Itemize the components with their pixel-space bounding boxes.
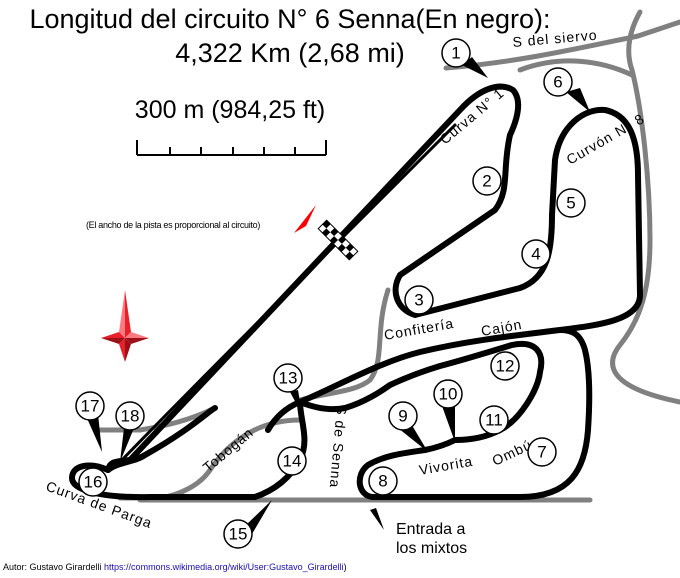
senna-circuit-track [69,83,643,501]
corner-number: 2 [482,172,491,191]
corner-number: 17 [81,397,100,416]
outer-perimeter-road-lower [610,9,680,405]
corner-marker: 7 [527,437,557,467]
track-width-note: (El ancho de la pista es proporcional al… [86,220,260,230]
corner-marker: 5 [556,188,586,218]
corner-marker: 17 [75,391,105,452]
corner-marker: 3 [404,285,434,315]
corner-marker: 1 [441,38,488,78]
corner-label-cajon: Cajón [480,316,524,339]
corner-marker: 2 [472,166,502,196]
corner-marker: 15 [223,500,272,549]
corner-number: 9 [398,407,407,426]
corner-marker: 16 [78,467,108,497]
corner-marker: 9 [388,401,428,452]
corner-label-s-de-senna: S de Senna [327,405,350,489]
author-link[interactable]: https://commons.wikimedia.org/wiki/User:… [104,562,344,572]
author-prefix: Autor: Gustavo Girardelli [3,562,104,572]
corner-marker: 11 [479,405,509,435]
corner-label-s-del-siervo: S del siervo [512,27,598,50]
corner-number: 7 [537,443,546,462]
corner-number: 15 [229,525,248,544]
cajon-to-s-de-senna [265,327,563,433]
corner-marker: 8 [368,466,398,530]
corner-number: 14 [283,452,302,471]
corner-number: 6 [553,73,562,92]
compass-rose-icon [101,290,149,362]
corner-number: 1 [451,44,460,63]
corner-label-tobogan: Tobogán [200,424,257,475]
pit-entry-label-line2: los mixtos [396,540,467,557]
corner-marker: 10 [433,379,463,442]
main-straight [105,83,522,473]
scale-bar: 300 m (984,25 ft) [135,96,327,156]
corner-marker: 18 [115,401,145,462]
vivorita-ombu-section [356,327,593,500]
curva-1-to-3-section [392,106,643,333]
corner-label-confiteria: Confitería [383,315,455,343]
corner-marker: 6 [543,67,590,112]
corner-number: 11 [485,411,503,430]
corner-number: 13 [279,369,298,388]
corner-markers: 1 2 3 4 5 6 7 8 [75,38,590,549]
corner-number: 10 [439,385,458,404]
corner-number: 3 [414,291,423,310]
corner-marker: 12 [490,351,520,381]
scale-line [136,140,327,156]
pit-lane [118,123,457,464]
left-hairpin [105,405,218,473]
scale-label: 300 m (984,25 ft) [135,96,325,124]
corner-label-vivorita: Vivorita [418,453,474,478]
corner-number: 5 [566,194,575,213]
author-suffix: ) [344,562,347,572]
author-credit: Autor: Gustavo Girardelli https://common… [3,562,347,572]
checkered-flag-icon [317,219,359,261]
corner-number: 18 [121,407,140,426]
corner-number: 8 [378,472,387,491]
grey-s-del-siervo-link [517,58,635,78]
corner-number: 4 [531,245,540,264]
start-direction-arrow-icon [294,205,316,233]
map-title-line2: 4,322 Km (2,68 mi) [175,38,405,68]
tobogan-descent [69,399,308,501]
grey-confiteria-link [297,287,391,403]
corner-marker: 4 [521,239,551,269]
corner-number: 16 [84,473,103,492]
corner-number: 12 [496,357,515,376]
corner-marker: 13 [273,363,303,414]
pit-entry-label-line1: Entrada a [396,521,465,538]
map-title-line1: Longitud del circuito N° 6 Senna(En negr… [29,4,550,34]
corner-marker: 14 [277,446,307,476]
corner-label-curva-n1: Curva N° 1 [437,85,508,148]
